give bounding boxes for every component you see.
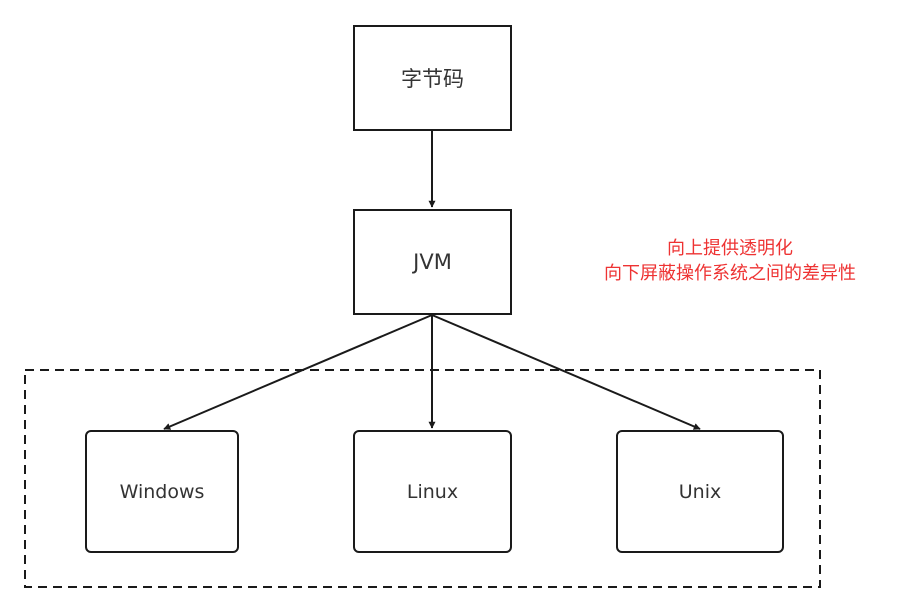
annotation-line-1: 向上提供透明化 (667, 238, 793, 259)
linux-node: Linux (353, 430, 512, 553)
annotation-line-2: 向下屏蔽操作系统之间的差异性 (604, 263, 856, 284)
bytecode-node-label: 字节码 (401, 67, 464, 91)
linux-node-label: Linux (406, 480, 459, 503)
os-group-dashed-border (24, 369, 821, 588)
windows-node-label: Windows (119, 480, 205, 503)
annotation-text: 向上提供透明化 向下屏蔽操作系统之间的差异性 (560, 236, 900, 286)
windows-node: Windows (85, 430, 239, 553)
jvm-node: JVM (353, 209, 512, 315)
unix-node: Unix (616, 430, 784, 553)
arrow-jvm-to-windows (163, 314, 433, 430)
unix-node-label: Unix (678, 480, 722, 503)
arrow-jvm-to-unix (431, 314, 701, 430)
bytecode-node: 字节码 (353, 25, 512, 131)
jvm-node-label: JVM (413, 250, 452, 274)
